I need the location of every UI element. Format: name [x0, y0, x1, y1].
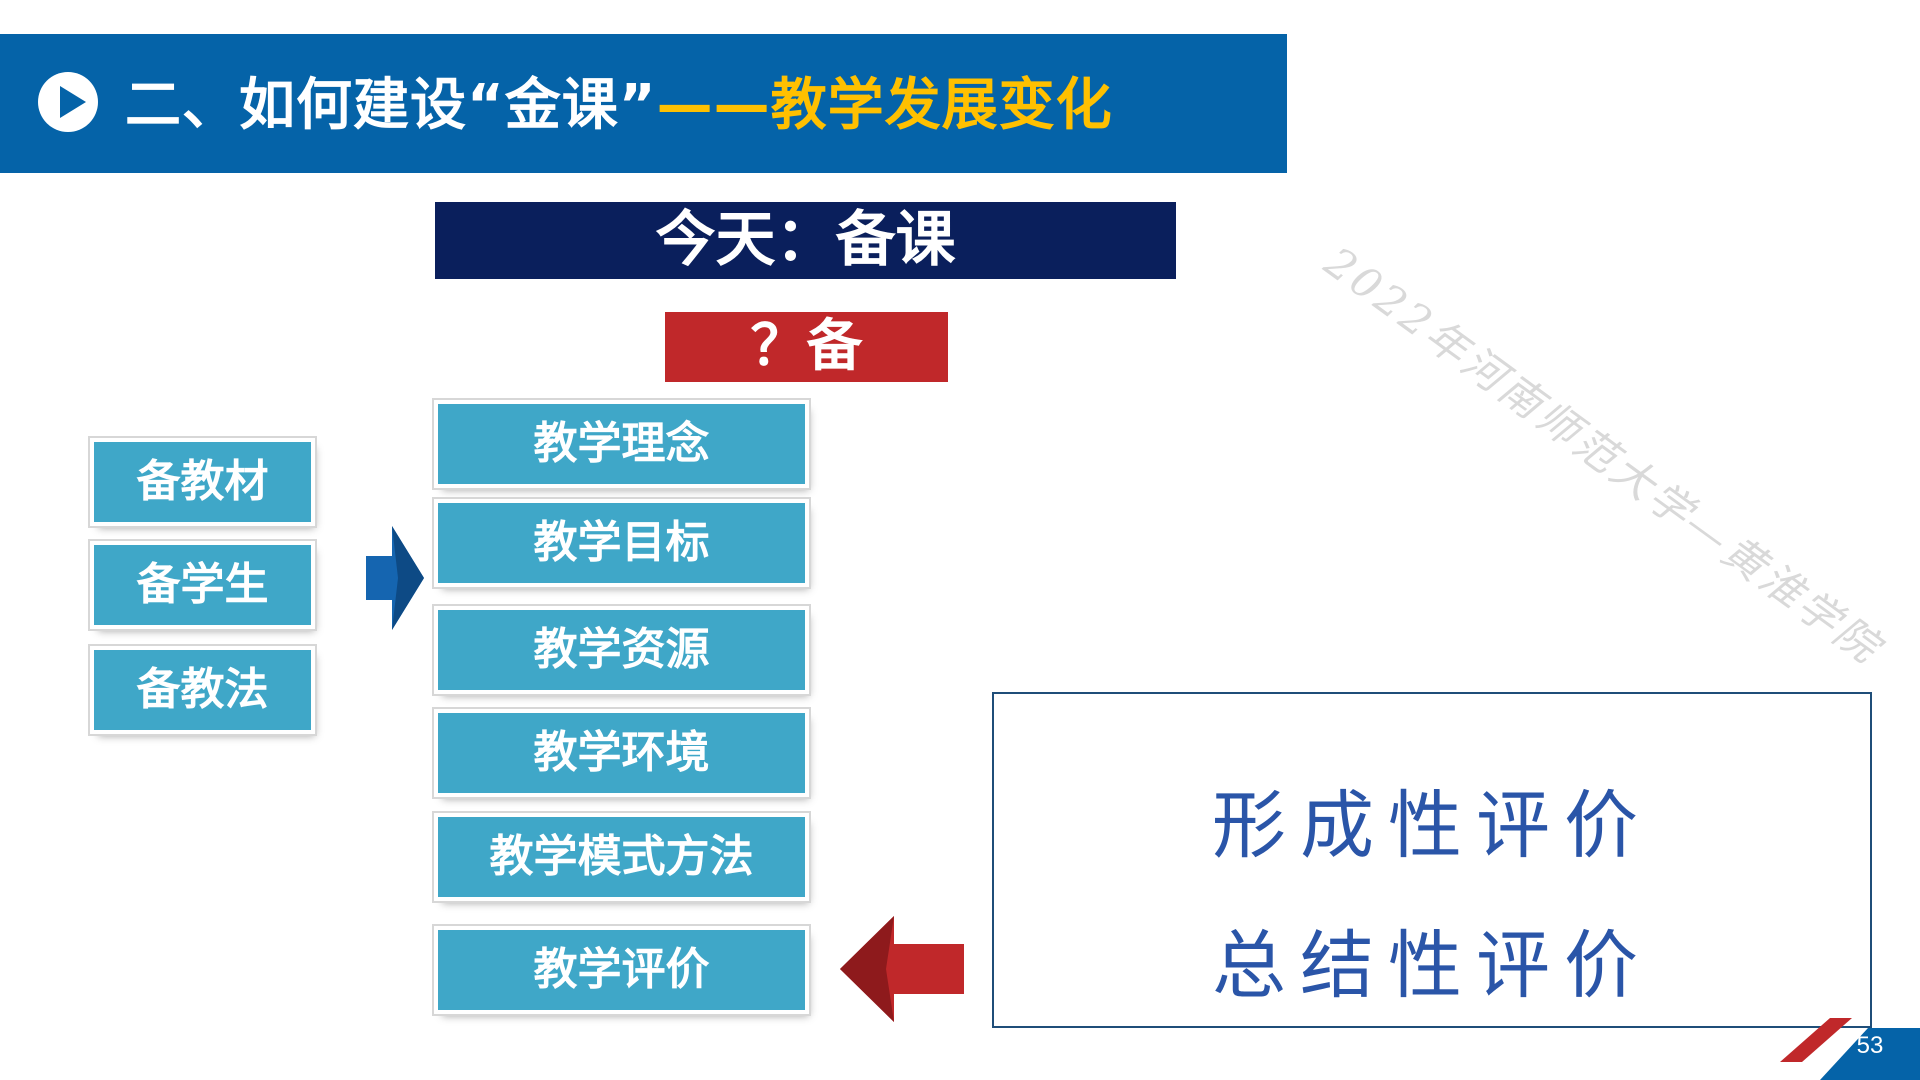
arrow-right-icon: [366, 526, 424, 630]
mid-item-resources: 教学资源: [438, 610, 805, 690]
evaluation-formative: 形成性评价: [1212, 783, 1652, 869]
mid-item-evaluation: 教学评价: [438, 930, 805, 1010]
today-banner: 今天：备课: [435, 202, 1176, 279]
mid-item-philosophy: 教学理念: [438, 404, 805, 484]
header-banner: [0, 34, 1287, 173]
arrow-left-icon: [840, 916, 964, 1022]
title-sub: ——教学发展变化: [656, 73, 1113, 138]
mid-item-methods: 教学模式方法: [438, 817, 805, 897]
evaluation-box: 形成性评价 总结性评价: [992, 692, 1872, 1028]
left-item-materials: 备教材: [94, 442, 311, 522]
evaluation-summative: 总结性评价: [1212, 923, 1652, 1009]
page-number: 53: [1856, 1032, 1884, 1059]
watermark: 2022年河南师范大学—黄淮学院: [1315, 237, 1891, 674]
left-item-methods: 备教法: [94, 650, 311, 730]
left-item-students: 备学生: [94, 545, 311, 625]
question-badge: ？备: [665, 312, 948, 382]
footer-decoration: [1780, 1018, 1920, 1080]
play-circle-icon: [38, 72, 98, 132]
page-title: 二、如何建设“金课”——教学发展变化: [125, 50, 1113, 162]
mid-item-environment: 教学环境: [438, 713, 805, 793]
title-main: 二、如何建设“金课”: [125, 73, 657, 138]
mid-item-objectives: 教学目标: [438, 503, 805, 583]
